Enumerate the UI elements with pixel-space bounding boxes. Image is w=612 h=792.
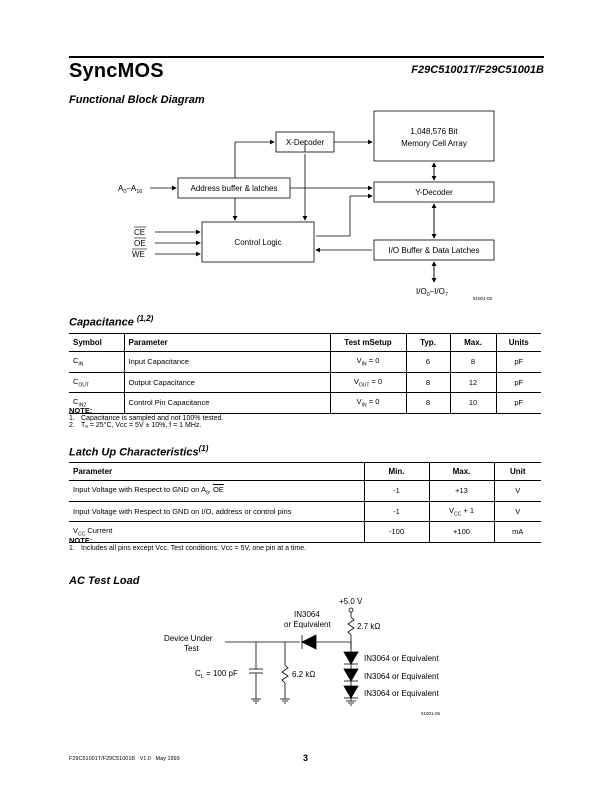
footer-doc-id: F29C51001T/F29C51001B V1.0 May 1999 — [69, 756, 180, 762]
dut-label2: Test — [184, 644, 199, 653]
supply-voltage-label: +5.0 V — [339, 597, 363, 606]
ac-test-load-schematic: +5.0 V IN3064 or Equivalent 2.7 kΩ Devic… — [164, 597, 441, 716]
table-row: CIN2 Control Pin Capacitance VIN = 0 8 1… — [69, 392, 541, 414]
we-label: WE — [132, 250, 145, 259]
y-decoder-label: Y-Decoder — [415, 188, 453, 197]
io-buffer-label: I/O Buffer & Data Latches — [388, 246, 479, 255]
latchup-title: Latch Up Characteristics(1) — [69, 444, 209, 459]
series-diode-label2: or Equivalent — [284, 620, 331, 629]
address-buffer-label: Address buffer & latches — [190, 184, 277, 193]
brand-logo: SyncMOS — [69, 60, 164, 82]
io-buffer-box — [373, 239, 495, 261]
ground-symbol — [279, 698, 291, 704]
x-decoder-label: X-Decoder — [286, 138, 325, 147]
resistor-2k7-label: 2.7 kΩ — [357, 622, 380, 631]
memory-array-box — [373, 110, 495, 162]
block-diagram-title: Functional Block Diagram — [69, 94, 205, 106]
resistor-2k7 — [347, 616, 355, 636]
latchup-notes: NOTE: 1.Includes all pins except Vᴄᴄ. Te… — [69, 536, 307, 552]
table-row: VCC Current -100 +100 mA — [69, 521, 541, 543]
col-unit: Unit — [493, 462, 541, 481]
diode-stack-label1: IN3064 or Equivalent — [364, 654, 439, 663]
oe-label: OE — [134, 239, 146, 248]
capacitance-header-row: Symbol Parameter Test mSetup Typ. Max. U… — [69, 333, 541, 352]
dut-label1: Device Under — [164, 634, 213, 643]
diode-stack-3 — [343, 685, 359, 699]
col-max: Max. — [428, 462, 494, 481]
diode-stack-label3: IN3064 or Equivalent — [364, 689, 439, 698]
table-row: Input Voltage with Respect to GND on I/O… — [69, 501, 541, 522]
memory-line1: 1,048,576 Bit — [410, 127, 458, 136]
y-decoder-box — [373, 181, 495, 203]
table-row: CIN Input Capacitance VIN = 0 6 8 pF — [69, 351, 541, 373]
diode-stack-label2: IN3064 or Equivalent — [364, 672, 439, 681]
col-symbol: Symbol — [69, 333, 124, 352]
capacitance-table: Symbol Parameter Test mSetup Typ. Max. U… — [69, 333, 541, 414]
col-test-setup: Test mSetup — [329, 333, 406, 352]
table-row: COUT Output Capacitance VOUT = 0 8 12 pF — [69, 372, 541, 393]
latchup-table: Parameter Min. Max. Unit Input Voltage w… — [69, 462, 541, 543]
ground-symbol — [345, 700, 357, 706]
control-logic-label: Control Logic — [234, 238, 281, 247]
capacitance-notes: NOTE: 1.Capacitance is sampled and not 1… — [69, 406, 224, 429]
resistor-6k2 — [281, 664, 289, 684]
address-pins-label: A0–A16 — [118, 184, 142, 195]
memory-line2: Memory Cell Array — [401, 139, 467, 148]
block-diagram-fig-id: 51001-05 — [473, 296, 493, 301]
series-diode-label1: IN3064 — [294, 610, 320, 619]
capacitor-label: CL = 100 pF — [195, 669, 238, 680]
diode-stack-1 — [343, 651, 359, 665]
control-logic-box — [201, 221, 315, 263]
table-row: Input Voltage with Respect to GND on A9,… — [69, 480, 541, 502]
header-rule — [69, 56, 544, 58]
col-parameter: Parameter — [123, 333, 330, 352]
io-pins-label: I/O0–I/O7 — [416, 287, 448, 298]
page-number: 3 — [303, 753, 309, 763]
col-max: Max. — [449, 333, 496, 352]
col-units: Units — [495, 333, 541, 352]
col-parameter: Parameter — [69, 462, 364, 481]
part-number: F29C51001T/F29C51001B — [411, 64, 544, 76]
ac-load-fig-id: 51001-06 — [421, 711, 441, 716]
block-diagram: X-Decoder 1,048,576 Bit Memory Cell Arra… — [118, 110, 495, 301]
col-typ: Typ. — [405, 333, 450, 352]
ac-load-title: AC Test Load — [69, 575, 140, 587]
ground-symbol — [250, 698, 262, 704]
ce-label: CE — [134, 228, 145, 237]
resistor-6k2-label: 6.2 kΩ — [292, 670, 315, 679]
latchup-header-row: Parameter Min. Max. Unit — [69, 462, 541, 481]
diode-stack-2 — [343, 668, 359, 682]
col-min: Min. — [363, 462, 429, 481]
series-diode — [301, 634, 317, 650]
capacitance-title: Capacitance (1,2) — [69, 314, 154, 329]
